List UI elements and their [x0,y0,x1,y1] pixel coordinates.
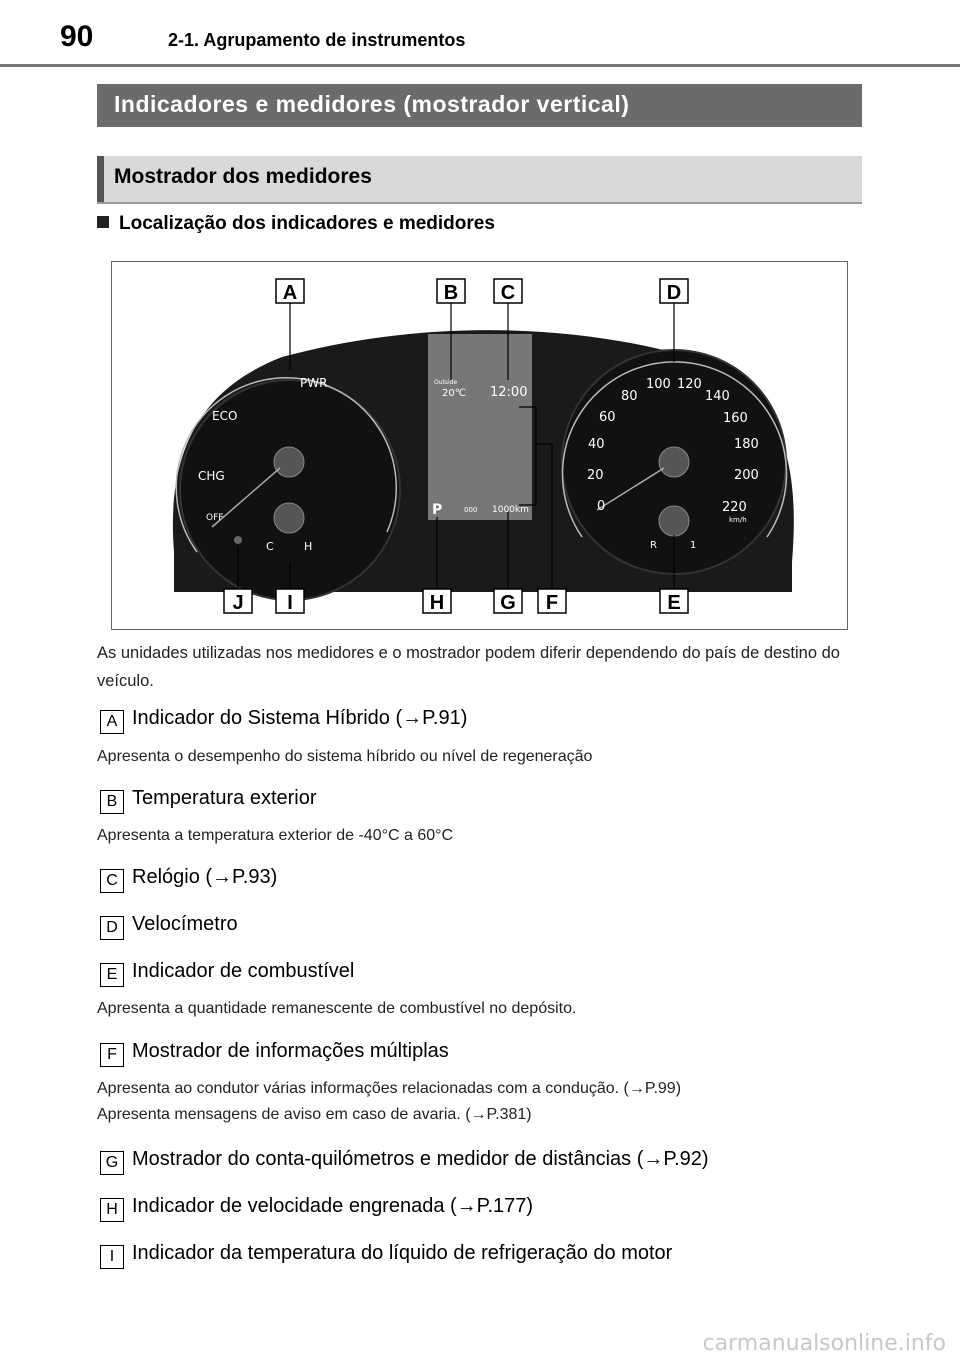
callout-c: C [501,282,515,304]
letter-box-a: A [100,710,124,734]
left-gauge-needle [211,467,281,528]
speedometer-needle [596,467,665,511]
speedometer-hub [658,446,690,478]
fuel-gauge-hub [658,505,690,537]
instrument-cluster-illustration: PWR ECO CHG OFF C H Outside 20℃ 12:00 P … [172,278,794,614]
display-bracket [519,406,537,506]
odometer-value: 1000km [492,505,529,515]
letter-box-g: G [100,1151,124,1175]
temp-cold-label: C [266,540,274,553]
left-gauge-arc [175,377,398,553]
square-bullet-icon [97,216,109,228]
fuel-empty-label: R [650,540,657,551]
letter-box-c: C [100,869,124,893]
hybrid-ready-icon [234,536,242,544]
gear-indicator: P [432,502,442,518]
legend-item-d: D Velocímetro [100,913,238,940]
legend-label-i: Indicador da temperatura do líquido de r… [132,1242,673,1264]
legend-label-g: Mostrador do conta-quilómetros e medidor… [132,1148,709,1170]
legend-label-a: Indicador do Sistema Híbrido (→P.91) [132,707,468,729]
legend-item-g: G Mostrador do conta-quilómetros e medido… [100,1148,709,1175]
temp-gauge-hub [273,502,305,534]
callout-e: E [667,592,680,614]
callout-i: I [287,592,293,614]
legend-label-c: Relógio (→P.93) [132,866,278,888]
speed-tick-180: 180 [734,437,759,452]
legend-label-f: Mostrador de informações múltiplas [132,1040,449,1062]
clock-value: 12:00 [490,385,527,400]
speed-tick-100: 100 [646,377,671,392]
letter-box-b: B [100,790,124,814]
legend-item-e: E Indicador de combustível [100,960,354,987]
callout-g: G [500,592,516,614]
speed-tick-140: 140 [705,389,730,404]
subsection-banner: Mostrador dos medidores [97,156,862,204]
trip-value: 000 [464,506,477,514]
bullet-heading: Localização dos indicadores e medidores [97,213,495,235]
letter-box-d: D [100,916,124,940]
fuel-full-label: 1 [690,540,696,551]
letter-box-e: E [100,963,124,987]
legend-item-b: B Temperatura exterior [100,787,317,814]
units-note: As unidades utilizadas nos medidores e o… [97,644,840,690]
letter-box-f: F [100,1043,124,1067]
speed-tick-80: 80 [621,389,638,404]
header-divider [0,64,960,67]
left-gauge-hub [273,446,305,478]
legend-item-h: H Indicador de velocidade engrenada (→P.1… [100,1195,533,1222]
bullet-heading-text: Localização dos indicadores e medidores [119,213,495,234]
legend-item-a: A Indicador do Sistema Híbrido (→P.91) [100,707,467,734]
off-label: OFF [206,513,223,523]
legend-item-c: C Relógio (→P.93) [100,866,277,893]
legend-label-h: Indicador de velocidade engrenada (→P.17… [132,1195,534,1217]
legend-desc-f-2: Apresenta mensagens de aviso em caso de … [97,1106,532,1123]
legend-desc-b: Apresenta a temperatura exterior de -40°… [97,827,454,844]
callout-f: F [546,592,558,614]
speed-tick-160: 160 [723,411,748,426]
page-number: 90 [60,20,94,53]
outside-label: Outside [434,379,457,386]
callout-j: J [232,592,243,614]
subsection-title: Mostrador dos medidores [114,165,372,188]
chg-label: CHG [198,469,225,483]
instrument-cluster-figure: PWR ECO CHG OFF C H Outside 20℃ 12:00 P … [111,261,848,630]
letter-box-i: I [100,1245,124,1269]
outside-temp-value: 20℃ [442,388,466,399]
temp-hot-label: H [304,540,312,553]
legend-desc-f: Apresenta ao condutor várias informações… [97,1080,682,1097]
speed-tick-120: 120 [677,377,702,392]
legend-label-e: Indicador de combustível [132,960,355,982]
speed-tick-40: 40 [588,437,605,452]
speed-tick-200: 200 [734,468,759,483]
legend-desc-e: Apresenta a quantidade remanescente de c… [97,1000,577,1017]
legend-label-b: Temperatura exterior [132,787,317,809]
legend-desc-a: Apresenta o desempenho do sistema híbrid… [97,748,593,765]
speed-tick-0: 0 [597,499,605,514]
watermark: carmanualsonline.info [702,1331,946,1356]
speed-unit: km/h [729,516,747,524]
subsection-accent-bar [97,156,104,202]
chapter-title: 2-1. Agrupamento de instrumentos [168,30,466,50]
callout-h: H [430,592,444,614]
pwr-label: PWR [300,376,327,390]
section-banner: Indicadores e medidores (mostrador verti… [97,84,862,127]
callout-d: D [667,282,681,304]
multi-info-display [428,334,532,520]
callout-b: B [444,282,458,304]
legend-item-i: I Indicador da temperatura do líquido de … [100,1242,672,1269]
legend-label-d: Velocímetro [132,913,238,935]
section-title: Indicadores e medidores (mostrador verti… [114,91,630,117]
legend-item-f: F Mostrador de informações múltiplas [100,1040,449,1067]
speed-tick-60: 60 [599,410,616,425]
eco-label: ECO [212,409,237,423]
speed-tick-20: 20 [587,468,604,483]
callout-a: A [283,282,297,304]
letter-box-h: H [100,1198,124,1222]
speed-tick-220: 220 [722,500,747,515]
